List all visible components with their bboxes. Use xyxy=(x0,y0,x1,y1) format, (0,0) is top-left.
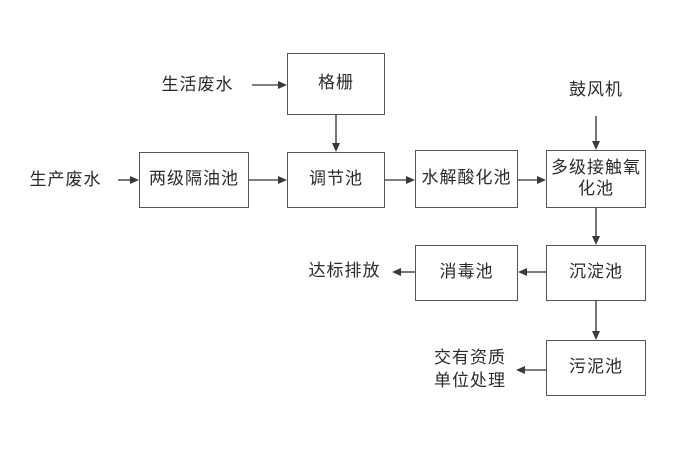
arrow-grille-to-adjust xyxy=(332,115,340,152)
arrow-oxidation-to-sediment xyxy=(592,208,600,245)
node-regulating-tank[interactable]: 调节池 xyxy=(287,152,385,208)
arrow-disinfect-to-discharge xyxy=(392,268,415,276)
arrow-sediment-to-sludge xyxy=(592,301,600,340)
node-hydrolysis-acidification-tank[interactable]: 水解酸化池 xyxy=(415,150,518,208)
arrow-hydrolysis-to-oxidation xyxy=(518,176,546,184)
node-disinfection-tank[interactable]: 消毒池 xyxy=(415,245,518,301)
node-grille[interactable]: 格栅 xyxy=(287,53,385,115)
arrow-sediment-to-disinfect xyxy=(518,268,546,276)
node-multistage-contact-oxidation-tank[interactable]: 多级接触氧 化池 xyxy=(546,150,646,208)
label-production-wastewater: 生产废水 xyxy=(29,169,102,190)
arrow-blower-to-oxidation xyxy=(592,116,600,150)
label-blower: 鼓风机 xyxy=(569,79,623,100)
node-two-stage-oil-separation-tank[interactable]: 两级隔油池 xyxy=(139,152,249,208)
node-sedimentation-tank[interactable]: 沉淀池 xyxy=(546,245,646,301)
arrow-domestic-to-grille xyxy=(252,81,287,89)
arrow-oil-to-adjust xyxy=(249,176,287,184)
arrow-production-to-oil xyxy=(118,176,139,184)
label-qualified-unit-treatment: 交有资质 单位处理 xyxy=(434,348,506,391)
arrow-adjust-to-hydrolysis xyxy=(385,176,415,184)
arrow-sludge-to-qualified xyxy=(516,366,546,374)
node-sludge-tank[interactable]: 污泥池 xyxy=(546,340,646,396)
label-domestic-wastewater: 生活废水 xyxy=(161,74,234,95)
label-compliant-discharge: 达标排放 xyxy=(308,260,381,281)
